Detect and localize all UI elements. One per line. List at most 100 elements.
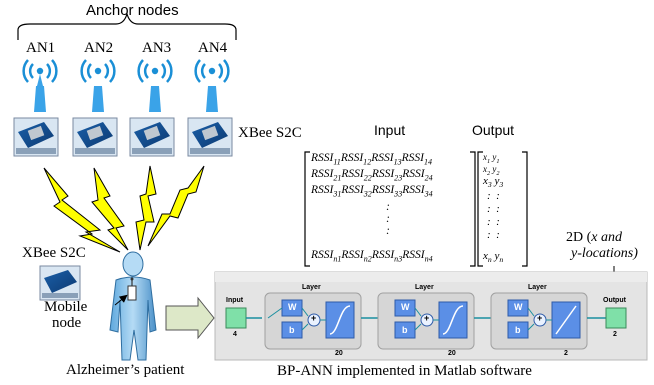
rssi-symbol: RSSI [402,168,425,180]
coord-subscript: 1 [496,157,500,165]
coord-subscript: n [499,255,504,265]
flow-arrow [165,296,215,340]
b-label-2: b [402,325,408,335]
coord-subscript: 3 [499,180,504,190]
rssi-symbol: RSSI [341,184,364,196]
coord-subscript: 2 [487,169,491,177]
matrix-dots: ::: [386,199,390,237]
bolt-1 [43,167,121,253]
sum-icon-2: + [424,313,430,323]
rssi-symbol: RSSI [341,168,364,180]
bolt-4 [147,165,205,247]
xbee-board-3 [129,117,175,157]
output-row: x2 y2 [483,164,500,177]
output-2d-label-line1: 2D (x and [566,230,622,245]
tower-1 [22,59,58,112]
rssi-subscript: 13 [393,157,402,167]
patient-figure [109,251,157,361]
rssi-subscript: 14 [423,157,433,167]
output-row: xn yn [483,250,503,264]
rssi-subscript: 22 [363,173,372,183]
net-output-label: Output [603,297,626,304]
rssi-symbol: RSSI [341,249,364,261]
rssi-subscript: 24 [424,173,433,183]
bolt-3 [135,165,157,251]
b-label-1: b [289,325,295,335]
network-panel [214,271,648,361]
coord-symbol: y [494,175,500,187]
rssi-subscript: 11 [333,157,341,167]
rssi-symbol: RSSI [371,152,394,164]
matrix-output-label: Output [472,122,515,138]
network-caption: BP-ANN implemented in Matlab software [277,363,532,379]
output-row: x1 y1 [483,152,500,165]
w-label-3: W [514,302,523,312]
output-dots: : :: :: :: : [487,190,500,241]
rssi-symbol: RSSI [402,249,425,261]
anchor-brace [17,11,237,40]
matrix-row: RSSI31RSSI32RSSI33RSSI34 [311,184,433,198]
rssi-subscript: 12 [363,157,372,167]
xbee-board-mobile [39,265,81,301]
xbee-boards [13,117,233,301]
tower-2 [80,59,116,112]
rssi-subscript: 31 [333,189,342,199]
matrix-row: RSSI21RSSI22RSSI23RSSI24 [311,168,433,182]
rssi-symbol: RSSI [371,184,395,196]
layer-count-2: 20 [448,350,456,357]
matrix-row: RSSIn1RSSIn2RSSIn3RSSIn4 [311,249,433,263]
output-2d-label-line2: y-locations) [571,246,638,261]
rssi-symbol: RSSI [311,152,334,164]
coord-subscript: 1 [487,157,491,165]
rssi-subscript: 33 [394,189,403,199]
anchor-label-an4: AN4 [198,40,228,56]
coord-symbol: x [483,175,488,187]
sum-icon-1: + [311,313,317,323]
anchor-nodes-title: Anchor nodes [86,2,179,19]
xbee-board-2 [72,117,118,157]
layer-title-1: Layer [302,284,321,291]
mobile-xbee-label: XBee S2C [22,245,86,261]
layer-box-3 [490,292,588,350]
rssi-symbol: RSSI [371,168,395,180]
xbee-board-4 [187,117,233,157]
w-label-2: W [401,302,410,312]
rssi-symbol: RSSI [371,249,395,261]
coord-subscript: 2 [496,169,500,177]
net-input-label: Input [226,297,244,304]
net-input-count: 4 [233,331,237,338]
output-row: x3 y3 [483,175,503,189]
matrix-brackets [304,151,528,267]
rssi-subscript: n2 [363,254,372,264]
tower-icons [22,59,230,112]
rssi-subscript: n4 [424,254,433,264]
anchor-label-an2: AN2 [84,40,114,56]
coord-symbol: x [483,164,487,174]
signal-bolts [43,165,205,253]
matrix-row: RSSI11RSSI12RSSI13RSSI14 [311,152,432,166]
layer-title-2: Layer [415,284,434,291]
b-label-3: b [515,325,521,335]
sum-icon-3: + [537,313,543,323]
coord-symbol: y [494,250,500,262]
tower-3 [137,59,173,112]
rssi-symbol: RSSI [401,152,424,164]
coord-symbol: y [492,164,497,174]
xbee-board-1 [13,117,59,157]
anchor-label-an1: AN1 [26,40,56,56]
anchor-label-an3: AN3 [142,40,172,56]
rssi-symbol: RSSI [311,249,334,261]
matrix-input-label: Input [374,122,406,138]
anchor-xbee-label: XBee S2C [238,125,302,141]
coord-symbol: x [483,250,488,262]
rssi-subscript: n3 [394,254,403,264]
coord-subscript: n [487,255,492,265]
rssi-subscript: 34 [424,189,433,199]
layer-box-2 [377,292,475,350]
rssi-symbol: RSSI [340,152,364,164]
rssi-subscript: 21 [333,173,342,183]
coord-symbol: y [492,152,497,162]
rssi-subscript: n1 [333,254,342,264]
rssi-subscript: 23 [394,173,403,183]
